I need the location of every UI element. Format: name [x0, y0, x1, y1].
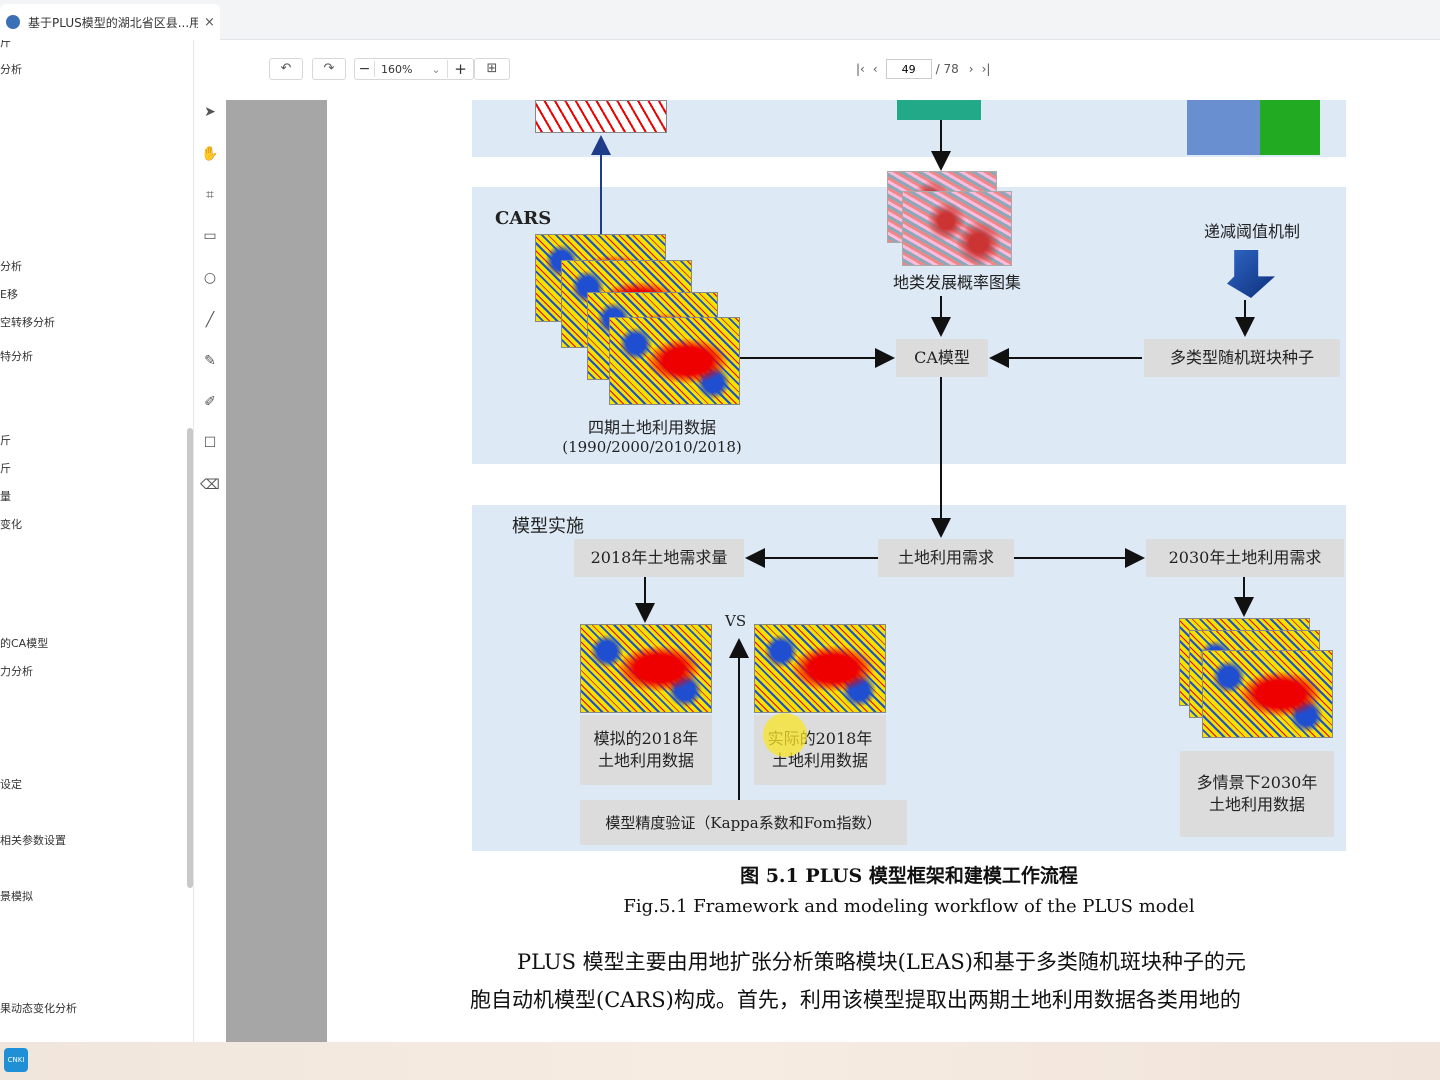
circle-tool-icon[interactable]: ○ [203, 270, 217, 286]
outline-item[interactable]: 力分析 [0, 665, 33, 678]
probability-atlas-label: 地类发展概率图集 [892, 273, 1021, 292]
eraser-tool-icon[interactable]: ⌫ [200, 477, 220, 493]
driving-factor-image [1187, 100, 1320, 155]
body-text-line-1: PLUS 模型主要由用地扩张分析策略模块(LEAS)和基于多类随机斑块种子的元 [517, 950, 1246, 974]
undo-button[interactable]: ↶ [269, 58, 303, 80]
multi-line-1: 多情景下2030年 [1196, 773, 1318, 792]
viewer-toolbar [226, 40, 1440, 100]
fit-page-button[interactable]: ⊞ [474, 58, 510, 80]
validation-box: 模型精度验证（Kappa系数和Fom指数） [580, 800, 907, 845]
title-bar: 基于PLUS模型的湖北省区县...用地中… × [0, 0, 1440, 40]
cnki-app-icon[interactable]: CNKI [4, 1048, 28, 1072]
body-text-line-2: 胞自动机模型(CARS)构成。首先，利用该模型提取出两期土地利用数据各类用地的 [470, 988, 1241, 1012]
annotation-toolbar: ➤ ✋ ⌗ ▭ ○ ╱ ✎ ✐ ☐ ⌫ [194, 40, 226, 1042]
prev-page-icon[interactable]: ‹ [872, 62, 878, 76]
zoom-control: − 160% ⌄ + [354, 58, 474, 80]
redo-button[interactable]: ↷ [312, 58, 346, 80]
outline-item[interactable]: 分析 [0, 63, 22, 76]
last-page-icon[interactable]: ›| [981, 62, 991, 76]
outline-item[interactable]: 果动态变化分析 [0, 1002, 77, 1015]
outline-item[interactable]: 分析 [0, 260, 22, 273]
cursor-highlight [763, 713, 807, 757]
land-demand-box: 土地利用需求 [878, 539, 1014, 577]
comment-tool-icon[interactable]: ☐ [203, 435, 217, 451]
page-navigator: |‹ ‹ / 78 › ›| [856, 58, 990, 80]
line-tool-icon[interactable]: ╱ [205, 312, 215, 328]
cnki-logo-icon [6, 15, 20, 29]
outline-item[interactable]: 斤 [0, 462, 11, 475]
four-periods-label: 四期土地利用数据 [587, 418, 716, 437]
demand-2030-box: 2030年土地利用需求 [1146, 539, 1344, 577]
figure-caption-cn: 图 5.1 PLUS 模型框架和建模工作流程 [740, 865, 1078, 887]
multi-scenario-box: 多情景下2030年 土地利用数据 [1180, 751, 1334, 837]
taskbar [0, 1042, 1440, 1080]
crop-tool-icon[interactable]: ⌗ [206, 187, 214, 203]
outline-item[interactable]: 景模拟 [0, 890, 33, 903]
outline-item[interactable]: 空转移分析 [0, 316, 55, 329]
ca-model-box: CA模型 [896, 339, 988, 377]
cars-label: CARS [495, 208, 552, 229]
rectangle-tool-icon[interactable]: ▭ [203, 228, 217, 244]
select-tool-icon[interactable]: ➤ [204, 104, 216, 120]
scenario-map-3 [1202, 650, 1333, 738]
outline-item[interactable]: 设定 [0, 778, 22, 791]
zoom-out-button[interactable]: − [355, 61, 375, 77]
years-label: (1990/2000/2010/2018) [562, 438, 742, 456]
flow-arrows [591, 120, 1255, 800]
vs-label: VS [725, 612, 747, 630]
document-tab[interactable]: 基于PLUS模型的湖北省区县...用地中… × [0, 4, 220, 40]
probability-map-2 [902, 191, 1012, 266]
threshold-label: 递减阈值机制 [1203, 222, 1300, 241]
outline-item[interactable]: 斤 [0, 434, 11, 447]
document-page[interactable]: CARS 四期土地利用数据 (1990/2000/2010/2018) 地类发展… [327, 100, 1440, 1042]
implementation-label: 模型实施 [512, 516, 584, 537]
seed-box: 多类型随机斑块种子 [1144, 339, 1340, 377]
outline-item[interactable]: 变化 [0, 518, 22, 531]
page-total: / 78 [935, 62, 959, 76]
outline-item[interactable]: 斤 [0, 40, 11, 49]
demand-2018-box: 2018年土地需求量 [574, 539, 744, 577]
zoom-level[interactable]: 160% [381, 62, 413, 76]
multi-line-2: 土地利用数据 [1208, 795, 1305, 814]
actual-line-2: 土地利用数据 [771, 751, 868, 770]
page-number-input[interactable] [885, 59, 932, 79]
close-tab-icon[interactable]: × [204, 14, 215, 30]
hand-tool-icon[interactable]: ✋ [201, 146, 219, 162]
outline-item[interactable]: 特分析 [0, 350, 33, 363]
simulated-2018-map [580, 624, 712, 713]
random-forest-icon [897, 100, 981, 120]
zoom-in-button[interactable]: + [447, 60, 473, 78]
figure-caption-en: Fig.5.1 Framework and modeling workflow … [623, 896, 1195, 917]
highlight-tool-icon[interactable]: ✐ [204, 394, 216, 410]
next-page-icon[interactable]: › [968, 62, 974, 76]
land-use-map-2018 [609, 317, 740, 405]
outline-item[interactable]: 量 [0, 490, 11, 503]
outline-scrollbar[interactable] [187, 428, 193, 888]
outline-item[interactable]: 相关参数设置 [0, 834, 66, 847]
simulated-line-1: 模拟的2018年 [593, 729, 699, 748]
expansion-map-image [535, 100, 667, 133]
outline-item[interactable]: 的CA模型 [0, 637, 49, 650]
page-gutter [226, 100, 327, 1042]
simulated-2018-box: 模拟的2018年 土地利用数据 [580, 715, 712, 785]
actual-2018-map [754, 624, 886, 713]
outline-item[interactable]: E移 [0, 288, 18, 301]
tab-title: 基于PLUS模型的湖北省区县...用地中… [28, 15, 198, 30]
pen-tool-icon[interactable]: ✎ [204, 353, 216, 369]
first-page-icon[interactable]: |‹ [856, 62, 865, 76]
zoom-dropdown-icon[interactable]: ⌄ [431, 62, 441, 76]
simulated-line-2: 土地利用数据 [597, 751, 694, 770]
